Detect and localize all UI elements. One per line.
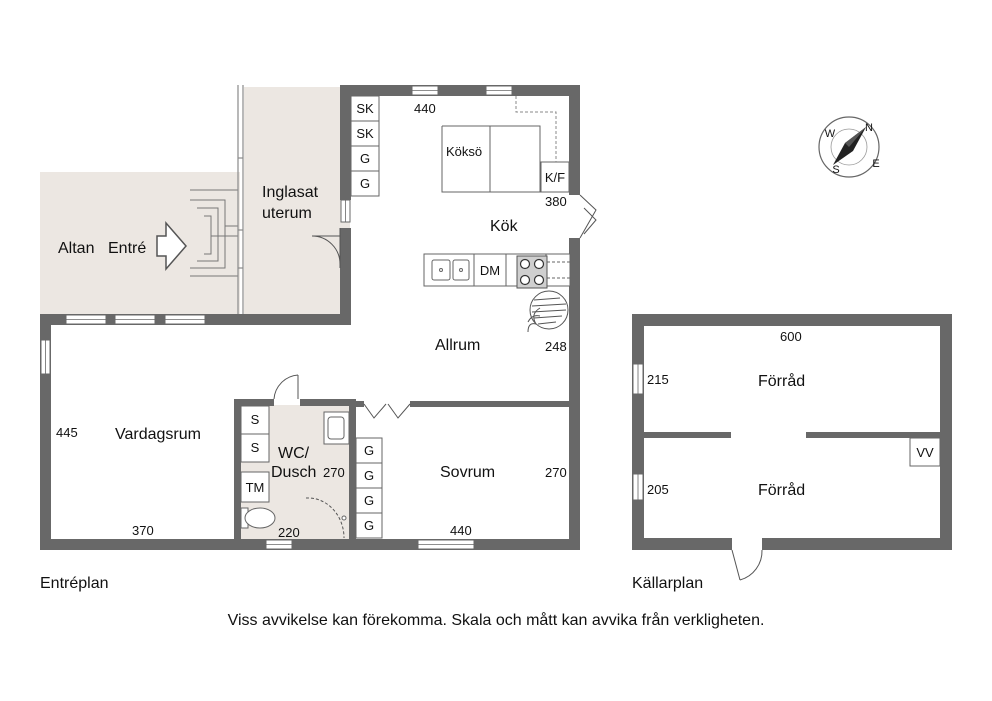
- room-inglasat-1: Inglasat: [262, 184, 319, 201]
- fixture-s-1: S: [251, 412, 260, 427]
- room-forrad-lower: Förråd: [758, 481, 805, 499]
- room-inglasat-2: uterum: [262, 205, 312, 222]
- uterum-floor: [244, 87, 350, 314]
- sovrum-wardrobes: [355, 437, 383, 539]
- fixture-dm: DM: [480, 263, 500, 278]
- room-vardagsrum: Vardagsrum: [115, 426, 201, 443]
- room-allrum: Allrum: [435, 337, 480, 354]
- upper-cabinet-line: [515, 96, 557, 162]
- room-kok: Kök: [490, 218, 519, 235]
- plan-title-cellar: Källarplan: [632, 575, 703, 592]
- compass-e: E: [872, 158, 879, 170]
- fixture-s-2: S: [251, 440, 260, 455]
- dim-sovrum-width: 440: [450, 523, 472, 538]
- fixture-sov-g-4: G: [364, 518, 374, 533]
- window-glass-lines: [45, 90, 639, 545]
- kitchen-cabinets: [350, 95, 570, 197]
- dim-cellar-width: 600: [780, 329, 802, 344]
- compass: N E S W: [818, 116, 880, 178]
- fixture-g-2: G: [360, 176, 370, 191]
- dim-forrad-upper-depth: 215: [647, 372, 669, 387]
- wc-fixtures: [240, 405, 350, 529]
- entry-stairs: [190, 189, 238, 277]
- vv-box: [909, 437, 941, 467]
- doors: [273, 194, 763, 581]
- room-forrad-upper: Förråd: [758, 372, 805, 390]
- hob-plates: [519, 258, 545, 286]
- altan-floor: [40, 172, 240, 314]
- fireplace: [527, 290, 569, 333]
- dim-allrum-depth: 248: [545, 339, 567, 354]
- dim-kitchen-depth: 380: [545, 194, 567, 209]
- dim-sovrum-depth: 270: [545, 465, 567, 480]
- fixture-sk-2: SK: [356, 126, 374, 141]
- dim-wc-depth: 270: [323, 465, 345, 480]
- plan-title-entry: Entréplan: [40, 575, 109, 592]
- fixture-vv: VV: [916, 445, 934, 460]
- compass-s: S: [832, 164, 839, 176]
- disclaimer-note: Viss avvikelse kan förekomma. Skala och …: [228, 611, 765, 629]
- dim-wc-width: 220: [278, 525, 300, 540]
- fixture-kf: K/F: [545, 170, 565, 185]
- room-kokso: Köksö: [446, 144, 482, 159]
- fixture-tm: TM: [246, 480, 265, 495]
- compass-w: W: [825, 128, 836, 140]
- room-wc-2: Dusch: [271, 464, 316, 481]
- kokso-island: [441, 125, 541, 193]
- room-sovrum: Sovrum: [440, 464, 495, 481]
- room-wc-1: WC/: [278, 445, 310, 462]
- fixture-sov-g-2: G: [364, 468, 374, 483]
- fixture-sov-g-3: G: [364, 493, 374, 508]
- room-entre: Entré: [108, 240, 146, 257]
- dim-kitchen-width: 440: [414, 101, 436, 116]
- dim-vardagsrum-depth: 445: [56, 425, 78, 440]
- uterum-glass: [237, 85, 244, 314]
- room-altan: Altan: [58, 240, 94, 257]
- fixture-g-1: G: [360, 151, 370, 166]
- dim-vardagsrum-width: 370: [132, 523, 154, 538]
- fixture-sk-1: SK: [356, 101, 374, 116]
- dim-forrad-lower-depth: 205: [647, 482, 669, 497]
- compass-n: N: [865, 122, 873, 134]
- fixture-sov-g-1: G: [364, 443, 374, 458]
- entry-arrow: [156, 220, 187, 272]
